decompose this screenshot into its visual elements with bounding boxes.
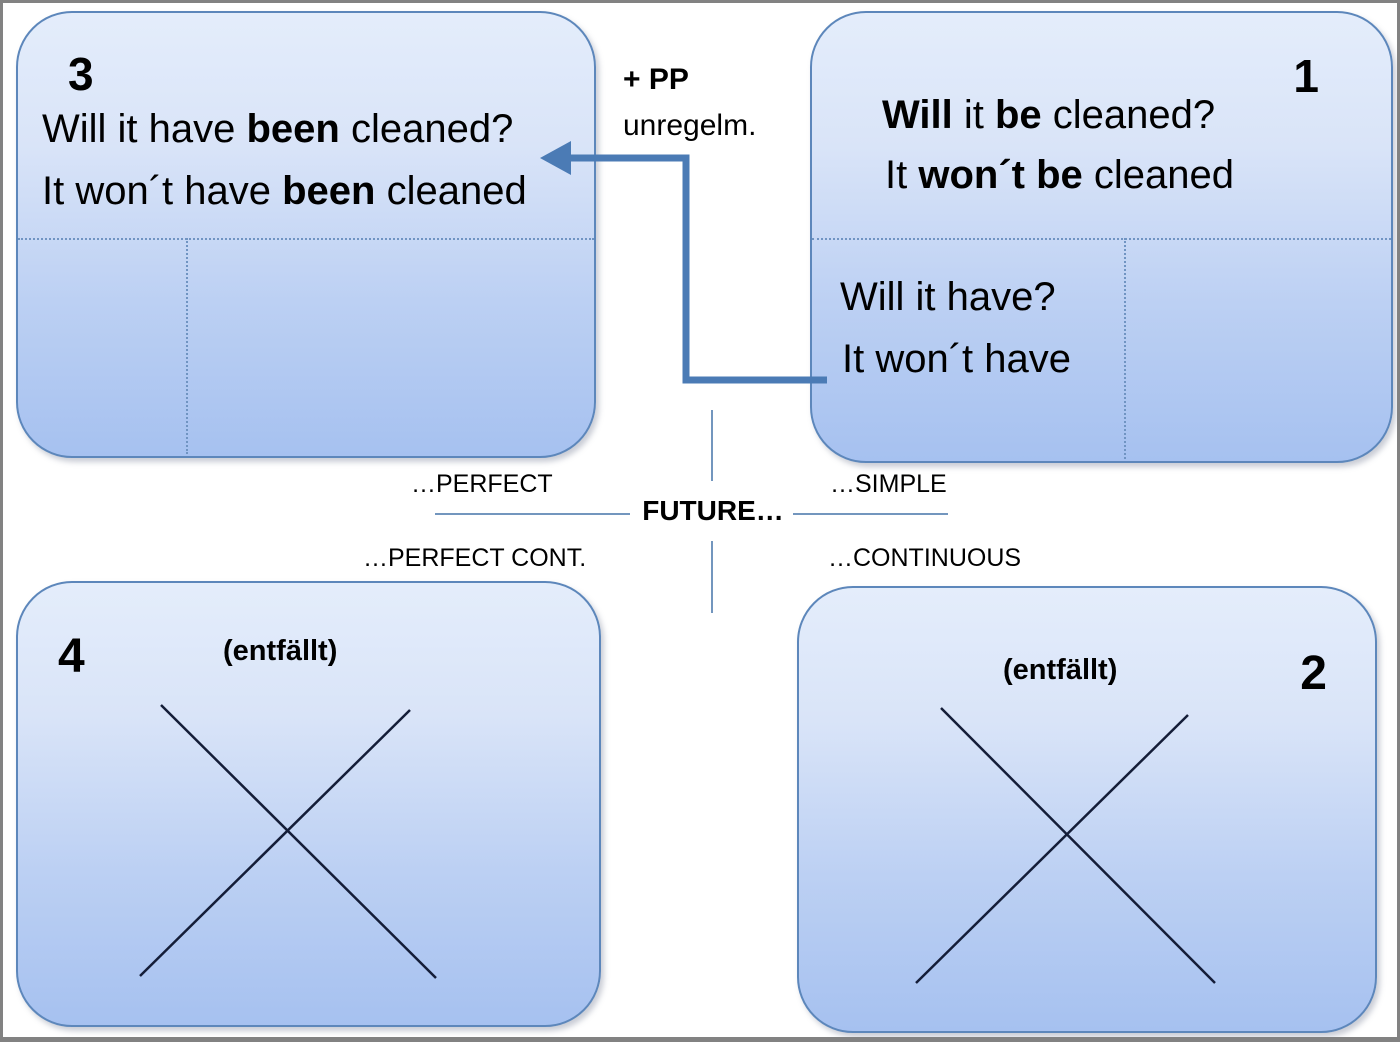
text-part-bold: be — [994, 93, 1042, 137]
example-sentence-question: Will it be cleaned? — [882, 93, 1215, 137]
arrow-note-pp: + PP — [623, 63, 689, 96]
text-part: It won´t have — [42, 169, 283, 213]
card-number: 3 — [68, 48, 94, 100]
dotted-divider-vertical — [1124, 238, 1126, 459]
example-sentence-negative: It won´t have been cleaned — [42, 169, 527, 213]
dotted-divider-horizontal — [812, 238, 1391, 240]
text-part: Will it have — [42, 107, 247, 151]
entfaellt-label: (entfällt) — [1003, 654, 1118, 686]
text-part: cleaned — [375, 169, 527, 213]
text-part-bold: Will — [882, 93, 953, 137]
text-part-bold: been — [246, 107, 340, 151]
example-sentence-question: Will it have been cleaned? — [42, 107, 513, 151]
axis-label-continuous: …CONTINUOUS — [828, 544, 1022, 572]
helper-sentence-question: Will it have? — [840, 275, 1056, 319]
dotted-divider-horizontal — [18, 238, 594, 240]
text-part-bold: been — [282, 169, 376, 213]
text-part: cleaned — [1082, 153, 1234, 197]
arrow-note-unregelm: unregelm. — [623, 109, 757, 142]
card-future-simple: 1 Will it be cleaned? It won´t be cleane… — [810, 11, 1393, 463]
entfaellt-label: (entfällt) — [223, 635, 338, 667]
text-part: cleaned? — [339, 107, 514, 151]
card-number: 1 — [1293, 50, 1319, 102]
dotted-divider-vertical — [186, 238, 188, 454]
card-number: 2 — [1300, 647, 1327, 700]
axis-label-perfect-cont: …PERFECT CONT. — [363, 544, 587, 572]
card-future-perfect-continuous: 4 (entfällt) — [16, 581, 601, 1027]
example-sentence-negative: It won´t be cleaned — [885, 153, 1234, 197]
text-part-bold: won´t be — [918, 153, 1083, 197]
text-part: It — [885, 153, 919, 197]
center-title-future: FUTURE… — [642, 495, 784, 526]
axis-label-perfect: …PERFECT — [411, 470, 553, 498]
axis-label-simple: …SIMPLE — [830, 470, 947, 498]
card-future-perfect: 3 Will it have been cleaned? It won´t ha… — [16, 11, 596, 458]
text-part: it — [952, 93, 995, 137]
elbow-arrow-line — [569, 154, 827, 384]
card-future-continuous: (entfällt) 2 — [797, 586, 1377, 1033]
card-number: 4 — [58, 630, 85, 683]
text-part: cleaned? — [1041, 93, 1216, 137]
helper-sentence-negative: It won´t have — [842, 337, 1072, 381]
